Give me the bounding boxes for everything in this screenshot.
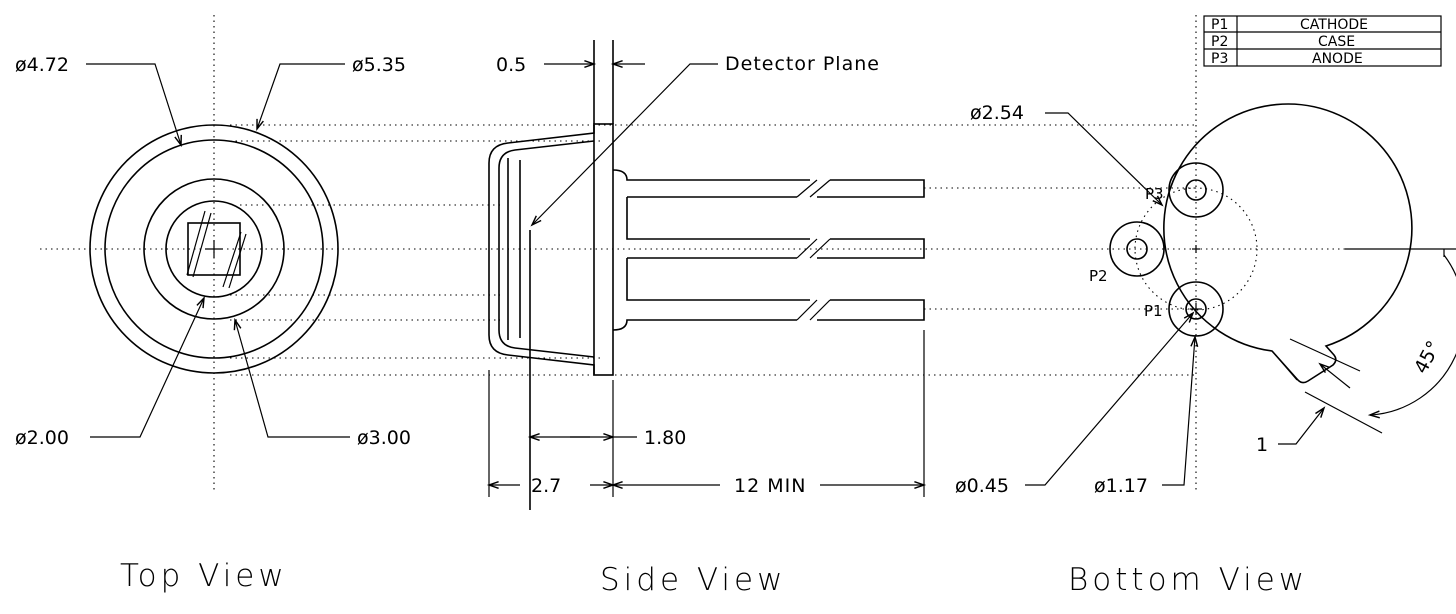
table-func-p3: ANODE (1312, 51, 1363, 67)
active-area-circle (165, 200, 263, 298)
lead-bottom (612, 258, 925, 331)
table-func-p1: CATHODE (1300, 17, 1368, 33)
table-func-p2: CASE (1318, 34, 1355, 50)
dim-lead-diameter: ø0.45 (955, 475, 1009, 497)
header-base-outline (1163, 103, 1413, 384)
table-row: P2 CASE (1211, 34, 1355, 50)
pin-p3 (1168, 162, 1224, 218)
detector-plane-label: Detector Plane (725, 53, 880, 75)
cap-outline (488, 125, 595, 374)
side-view-title: Side View (600, 562, 786, 598)
table-row: P1 CATHODE (1211, 17, 1368, 33)
dim-flange-thickness: 0.5 (496, 54, 526, 76)
pin-label-p3: P3 (1145, 185, 1164, 203)
dim-tab-width: 1 (1256, 434, 1268, 456)
side-view: 0.5 Detector Plane 1.80 2.7 12 MIN Side … (486, 40, 927, 598)
pin-p2 (1109, 221, 1165, 277)
lead-middle (626, 197, 925, 259)
dim-pad-diameter: ø1.17 (1094, 475, 1148, 497)
dim-window-diameter: ø3.00 (357, 427, 411, 449)
window-circle (143, 178, 285, 320)
projection-lines (40, 15, 1345, 490)
pitch-circle (1134, 187, 1258, 311)
top-view: ø4.72 ø5.35 ø2.00 ø3.00 Top View (15, 54, 411, 594)
flange (593, 123, 614, 376)
dim-detector-plane: 1.80 (644, 427, 686, 449)
outer-flange-circle (89, 124, 339, 374)
lead-top (612, 169, 925, 198)
table-row: P3 ANODE (1211, 51, 1363, 67)
dim-active-diameter: ø2.00 (15, 427, 69, 449)
angle-label: 45° (1410, 337, 1445, 377)
dim-pitch-diameter: ø2.54 (970, 102, 1024, 124)
bottom-view: P3 P2 P1 ø2.54 ø0.45 ø1.17 1 45° Bottom … (955, 102, 1456, 598)
dim-cap-diameter: ø4.72 (15, 54, 69, 76)
dim-lead-length: 12 MIN (734, 475, 806, 497)
table-pin-p1: P1 (1211, 17, 1228, 33)
table-pin-p2: P2 (1211, 34, 1228, 50)
cap-circle (104, 139, 324, 359)
pin-label-p1: P1 (1144, 302, 1163, 320)
table-pin-p3: P3 (1211, 51, 1228, 67)
top-view-title: Top View (120, 558, 288, 594)
detector-chip (187, 222, 241, 276)
dim-outer-diameter: ø5.35 (352, 54, 406, 76)
pin-label-p2: P2 (1089, 267, 1108, 285)
pin-function-table: P1 CATHODE P2 CASE P3 ANODE (1203, 15, 1442, 67)
bottom-view-title: Bottom View (1068, 562, 1308, 598)
dim-body-length: 2.7 (531, 475, 561, 497)
